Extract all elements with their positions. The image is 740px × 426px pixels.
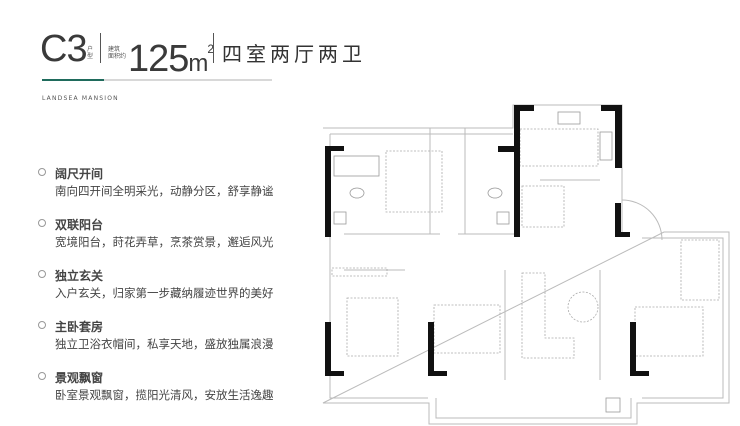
round-table-icon: [567, 291, 599, 323]
wardrobe-icon: [680, 239, 720, 301]
bed-icon: [385, 150, 443, 213]
outer-outline: [322, 104, 730, 425]
feature-desc: 南向四开间全明采光，动静分区，舒享静谧: [55, 184, 274, 198]
sink-icon: [496, 211, 510, 225]
unit-label: 户型: [87, 46, 93, 60]
layout-name: 四室两厅两卫: [222, 42, 366, 66]
sink-icon: [333, 211, 347, 225]
circle-icon: [38, 321, 46, 329]
stove-icon: [599, 131, 613, 161]
divider: [42, 79, 272, 81]
feature-title: 景观飘窗: [55, 371, 104, 385]
feature-title: 双联阳台: [55, 218, 104, 232]
bed-icon: [433, 304, 501, 354]
feature-desc: 独立卫浴衣帽间，私享天地，盛放独属浪漫: [55, 337, 274, 351]
structural-walls: [325, 105, 649, 376]
feature-desc: 宽境阳台，莳花弄草，烹茶赏景，邂逅风光: [55, 235, 274, 249]
feature-title: 主卧套房: [55, 320, 104, 334]
dining-table-icon: [521, 185, 565, 228]
area-number: 125: [128, 38, 189, 80]
toilet-icon: [487, 187, 503, 199]
separator: [213, 33, 214, 63]
brand-name: LANDSEA MANSION: [42, 95, 119, 102]
circle-icon: [38, 168, 46, 176]
separator: [100, 33, 101, 63]
circle-icon: [38, 219, 46, 227]
area-sup: 2: [207, 42, 214, 56]
unit-label-2: 型: [87, 53, 94, 60]
bed-icon: [634, 306, 704, 357]
feature-title: 阔尺开间: [55, 167, 104, 181]
sofa-icon: [521, 272, 575, 359]
toilet-icon: [349, 187, 365, 199]
kitchen-sink-icon: [557, 111, 581, 125]
area-label: 建筑面积约: [108, 46, 126, 60]
feature-title: 独立玄关: [55, 269, 104, 283]
area-label-1: 建筑: [108, 46, 121, 53]
feature-desc: 卧室景观飘窗，揽阳光清风，安放生活逸趣: [55, 388, 274, 402]
circle-icon: [38, 270, 46, 278]
circle-icon: [38, 372, 46, 380]
area-value: 125m2: [128, 30, 214, 83]
unit-label-1: 户: [87, 46, 94, 53]
furniture: [331, 128, 720, 359]
washer-icon: [605, 397, 621, 413]
accent-bar: [42, 79, 104, 81]
unit-code: C3: [40, 28, 88, 70]
area-label-2: 面积约: [108, 53, 127, 60]
feature-desc: 入户玄关，归家第一步藏纳履迹世界的美好: [55, 286, 274, 300]
bed-icon: [346, 297, 399, 357]
bathtub-icon: [333, 155, 380, 177]
fixtures: [333, 111, 621, 413]
kitchen-counter-icon: [519, 128, 599, 167]
wardrobe-icon: [331, 267, 388, 277]
area-unit: m: [188, 50, 208, 77]
